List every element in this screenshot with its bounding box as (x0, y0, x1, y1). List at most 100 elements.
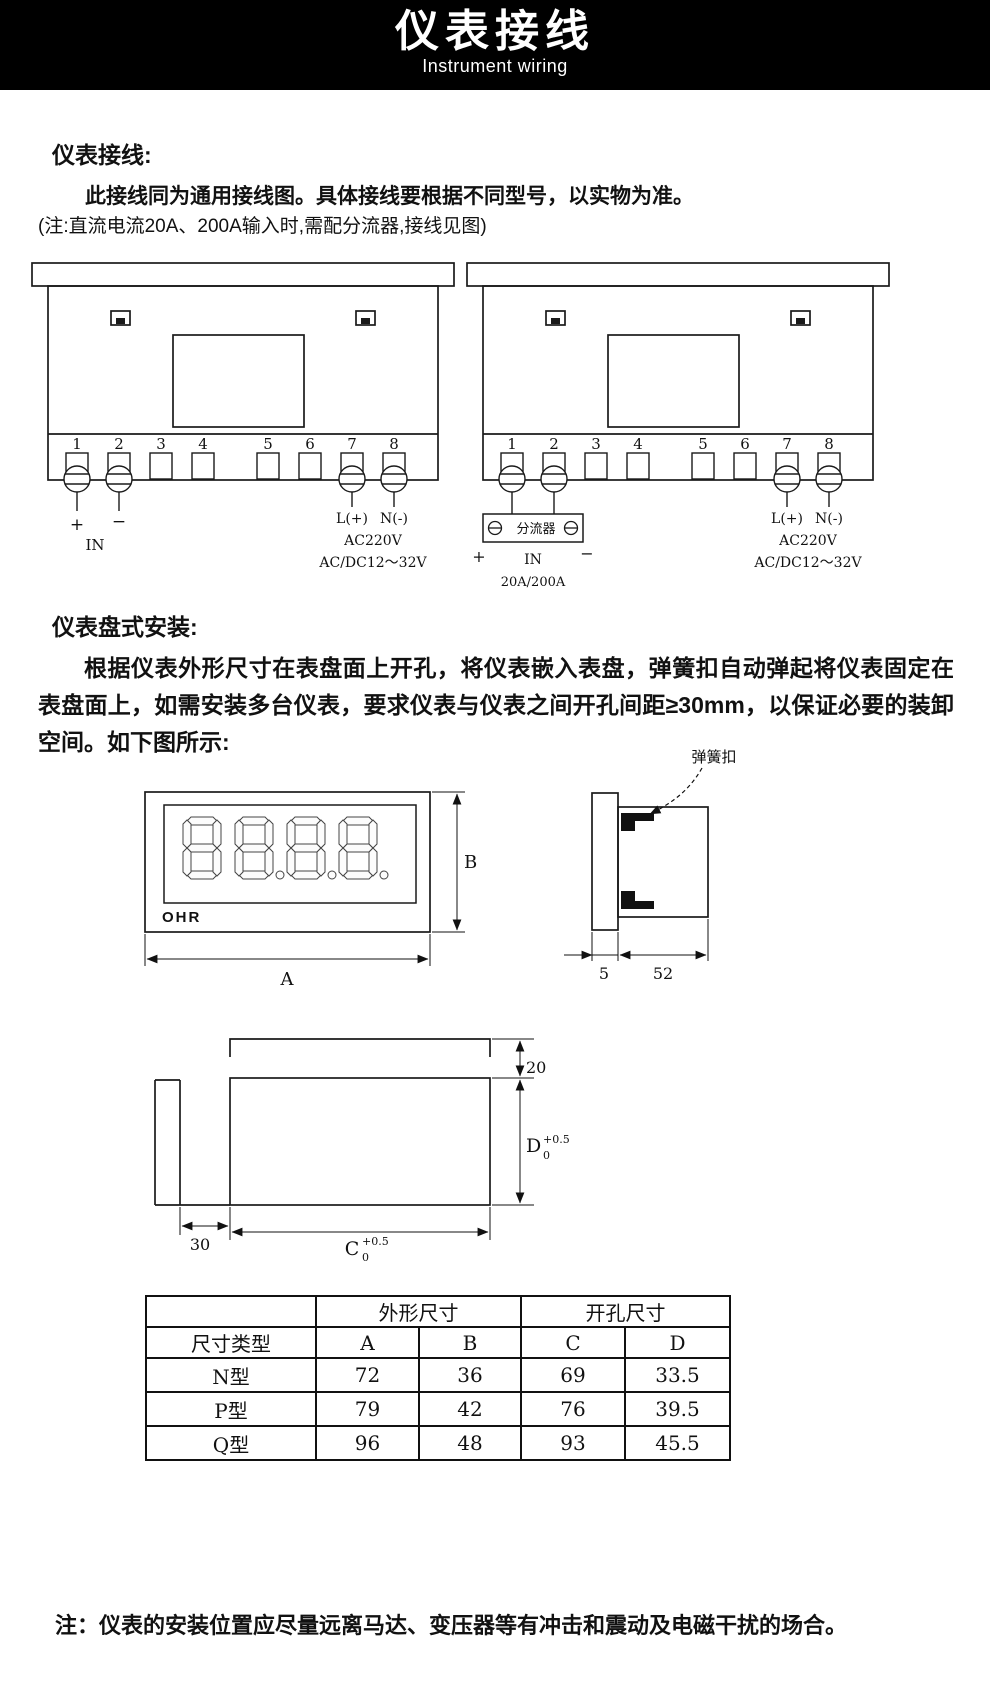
col-header-b: B (418, 1326, 522, 1359)
shunt-in-label: IN (524, 552, 542, 568)
dim-c-label: C (345, 1238, 360, 1260)
terminal-number-7: 7 (347, 435, 357, 453)
wiring-section-heading: 仪表接线: (52, 142, 152, 168)
page-header: 仪表接线 Instrument wiring (0, 0, 990, 90)
dim-c-sub: 0 (362, 1251, 369, 1264)
terminal-number-3: 3 (156, 435, 166, 453)
shunt-plus-label: + (472, 547, 485, 566)
polarity-minus-label: − (112, 512, 126, 532)
terminal-number-8: 8 (389, 435, 399, 453)
terminal-numbers: 1 2 3 4 5 6 7 8 (72, 435, 399, 453)
screw-terminals (498, 465, 843, 493)
terminal-number-4: 4 (633, 435, 643, 453)
hole-dims-header: 开孔尺寸 (520, 1295, 731, 1328)
neutral-label: N(-) (815, 511, 843, 527)
shunt-label: 分流器 (516, 521, 555, 536)
shunt-box: 分流器 (482, 513, 584, 543)
line-label: L(+) (771, 511, 803, 527)
side-view (591, 792, 709, 931)
cell-b: 36 (418, 1357, 522, 1393)
cell-d: 39.5 (624, 1391, 731, 1427)
dim-20-label: 20 (526, 1058, 546, 1077)
terminal-number-2: 2 (114, 435, 124, 453)
cell-a: 96 (315, 1425, 420, 1461)
cell-c: 93 (520, 1425, 626, 1461)
terminal-numbers: 1 2 3 4 5 6 7 8 (507, 435, 834, 453)
spring-clips (621, 813, 654, 909)
mounting-section-heading: 仪表盘式安装: (52, 614, 198, 640)
meter-outline (466, 262, 890, 481)
shunt-minus-label: − (580, 544, 593, 563)
mount-hole-marks (551, 318, 805, 324)
dimension-table: 外形尺寸 开孔尺寸 尺寸类型 A B C D N型 72 36 69 33.5 … (145, 1295, 731, 1461)
cell-c: 69 (520, 1357, 626, 1393)
mount-hole-marks (116, 318, 370, 324)
table-row: N型 72 36 69 33.5 (145, 1357, 731, 1393)
front-dimension-lines (144, 791, 465, 966)
dim-d-label: D (526, 1135, 541, 1157)
front-view: OHR (144, 791, 431, 933)
terminal-number-3: 3 (591, 435, 601, 453)
dim-d-sub: 0 (543, 1149, 550, 1162)
dim-c-sup: +0.5 (362, 1235, 389, 1248)
terminal-number-6: 6 (305, 435, 315, 453)
terminal-number-7: 7 (782, 435, 792, 453)
terminal-number-1: 1 (507, 435, 517, 453)
cell-a: 72 (315, 1357, 420, 1393)
cell-c: 76 (520, 1391, 626, 1427)
wiring-diagram-basic: 1 2 3 4 5 6 7 8 (31, 262, 455, 571)
cell-a: 79 (315, 1391, 420, 1427)
wiring-intro-line: 此接线同为通用接线图。具体接线要根据不同型号，以实物为准。 (85, 185, 694, 208)
wiring-diagram-shunt: 1 2 3 4 5 6 7 8 (466, 262, 890, 590)
col-header-a: A (315, 1326, 420, 1359)
polarity-plus-label: + (70, 515, 84, 535)
mounting-paragraph: 根据仪表外形尺寸在表盘面上开孔，将仪表嵌入表盘，弹簧扣自动弹起将仪表固定在表盘面… (38, 655, 954, 755)
col-header-d: D (624, 1326, 731, 1359)
dim-b-label: B (464, 852, 477, 873)
seven-segment-display (183, 817, 389, 880)
spring-clip-label: 弹簧扣 (691, 749, 736, 766)
row-type: Q型 (145, 1425, 317, 1461)
dim-52-label: 52 (653, 964, 673, 983)
col-header-c: C (520, 1326, 626, 1359)
mounting-drawings: OHR B A 弹簧扣 (144, 749, 737, 1264)
cell-b: 42 (418, 1391, 522, 1427)
side-dimension-lines (564, 919, 709, 961)
acdc-supply-label: AC/DC12～32V (753, 555, 862, 571)
type-col-header: 尺寸类型 (145, 1326, 317, 1359)
panel-cutout-section (154, 1038, 491, 1206)
dim-30-label: 30 (190, 1235, 210, 1254)
terminal-number-2: 2 (549, 435, 559, 453)
cutout-dimension-lines (179, 1038, 534, 1240)
shunt-range-label: 20A/200A (501, 575, 566, 590)
terminal-number-1: 1 (72, 435, 82, 453)
ac-supply-label: AC220V (778, 533, 838, 549)
screw-terminals (63, 465, 408, 493)
lead-lines (76, 492, 395, 511)
terminal-number-4: 4 (198, 435, 208, 453)
acdc-supply-label: AC/DC12～32V (318, 555, 427, 571)
spring-clip-leader (649, 767, 703, 815)
page-subtitle: Instrument wiring (422, 56, 568, 77)
footer-note: 注：仪表的安装位置应尽量远离马达、变压器等有冲击和震动及电磁干扰的场合。 (55, 1613, 848, 1638)
meter-outline (31, 262, 455, 481)
dim-5-label: 5 (599, 964, 609, 983)
outline-dims-header: 外形尺寸 (315, 1295, 522, 1328)
row-type: P型 (145, 1391, 317, 1427)
row-type: N型 (145, 1357, 317, 1393)
terminal-number-5: 5 (263, 435, 273, 453)
ac-supply-label: AC220V (343, 533, 403, 549)
dim-a-label: A (280, 969, 295, 990)
cell-b: 48 (418, 1425, 522, 1461)
page-title: 仪表接线 (395, 7, 595, 56)
terminal-number-8: 8 (824, 435, 834, 453)
table-row: P型 79 42 76 39.5 (145, 1391, 731, 1427)
terminal-number-6: 6 (740, 435, 750, 453)
cell-d: 33.5 (624, 1357, 731, 1393)
dim-d-sup: +0.5 (543, 1133, 570, 1146)
table-corner-cell (145, 1295, 317, 1328)
terminal-number-5: 5 (698, 435, 708, 453)
input-label: IN (85, 536, 104, 554)
cell-d: 45.5 (624, 1425, 731, 1461)
